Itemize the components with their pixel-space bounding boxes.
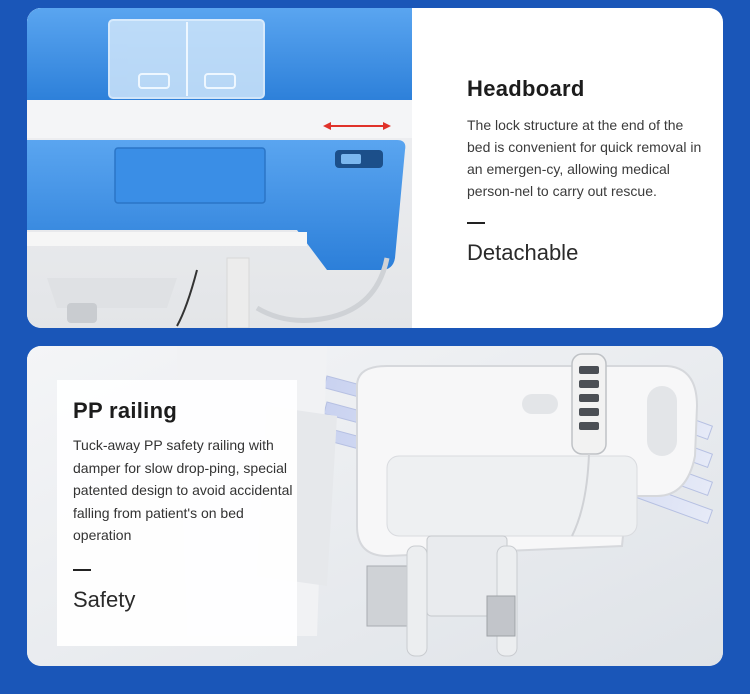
- divider-dash: [73, 568, 91, 571]
- headboard-tag: Detachable: [467, 240, 579, 265]
- headboard-description: The lock structure at the end of the bed…: [467, 117, 702, 199]
- headboard-card: Headboard The lock structure at the end …: [27, 8, 723, 328]
- divider-dash: [467, 222, 485, 224]
- railing-description: Tuck-away PP safety railing with damper …: [73, 437, 293, 543]
- railing-title: PP railing: [73, 398, 178, 423]
- railing-text: PP railing Tuck-away PP safety railing w…: [73, 398, 298, 613]
- headboard-text: Headboard The lock structure at the end …: [467, 76, 707, 266]
- headboard-title: Headboard: [467, 76, 585, 101]
- headboard-photo: [27, 8, 412, 328]
- railing-card: PP railing Tuck-away PP safety railing w…: [27, 346, 723, 666]
- railing-tag: Safety: [73, 586, 136, 612]
- railing-text-panel: [57, 380, 297, 646]
